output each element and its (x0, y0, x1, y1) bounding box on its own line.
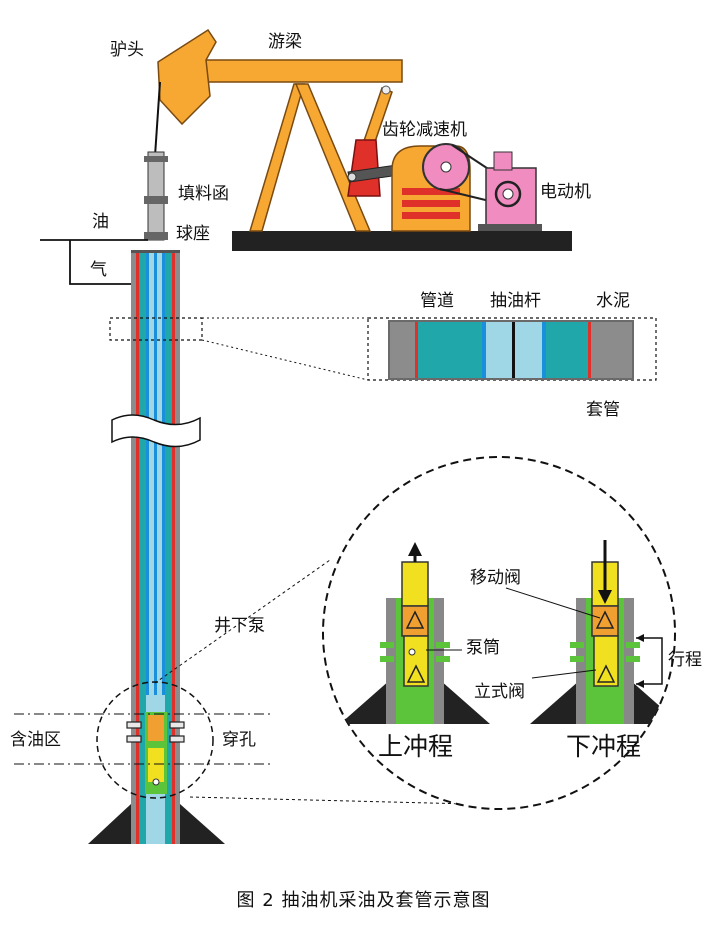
label-oil-zone: 含油区 (10, 730, 61, 750)
pump-zoom (154, 456, 676, 810)
label-tubing: 管道 (420, 291, 454, 311)
wellhead (40, 81, 168, 285)
label-perforation: 穿孔 (222, 730, 256, 750)
cross-section-cement-left (389, 321, 415, 379)
label-downstroke: 下冲程 (566, 732, 642, 761)
sucker-rod-line (154, 250, 157, 695)
wellbore (14, 250, 272, 844)
base-platform (232, 231, 572, 251)
horsehead (157, 28, 217, 126)
label-ball-seat: 球座 (176, 224, 210, 244)
downstroke-pump (530, 540, 675, 724)
cross-section-cement-right (591, 321, 633, 379)
cross-section-tubing-right (546, 321, 588, 379)
pumpjack (157, 28, 572, 251)
samson-post-left (248, 83, 305, 232)
label-gas: 气 (90, 260, 107, 280)
label-traveling-valve: 移动阀 (470, 568, 521, 588)
downstroke-arrow (598, 590, 612, 604)
label-stuffing-box: 填料函 (178, 184, 229, 204)
cross-section (201, 317, 657, 381)
label-horsehead: 驴头 (110, 40, 144, 60)
label-sucker-rod: 抽油杆 (490, 291, 541, 311)
label-motor: 电动机 (540, 182, 591, 202)
cross-section-source (109, 317, 203, 341)
label-downhole-pump: 井下泵 (214, 616, 265, 636)
upstroke-plunger (401, 561, 429, 607)
walking-beam (183, 59, 403, 83)
label-standing-valve: 立式阀 (474, 682, 525, 702)
upstroke-pump (340, 542, 490, 724)
casing-wall-left (136, 250, 139, 844)
label-walking-beam: 游梁 (268, 32, 302, 52)
cross-section-tubing-left (418, 321, 482, 379)
ground-left (88, 804, 131, 844)
label-casing: 套管 (586, 400, 620, 420)
stroke-bracket (636, 637, 663, 685)
label-oil: 油 (92, 212, 109, 232)
depth-break (111, 414, 201, 448)
pump-highlight-ellipse (96, 681, 214, 799)
upstroke-arrow (408, 542, 422, 556)
label-gearbox: 齿轮减速机 (382, 120, 467, 140)
casing-wall-right (172, 250, 175, 844)
label-stroke: 行程 (668, 650, 702, 670)
label-cement: 水泥 (596, 291, 630, 311)
ground-right (180, 804, 225, 844)
figure-caption: 图 2 抽油机采油及套管示意图 (236, 890, 491, 911)
label-upstroke: 上冲程 (378, 732, 454, 761)
label-pump-barrel: 泵筒 (466, 638, 500, 658)
